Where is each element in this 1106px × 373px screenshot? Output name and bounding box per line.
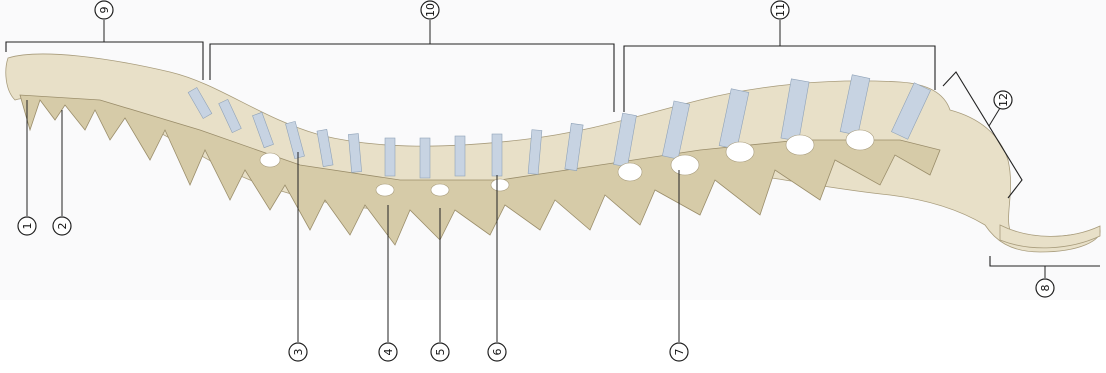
label-1: 1 bbox=[18, 217, 36, 235]
label-3: 3 bbox=[289, 343, 307, 361]
label-3-text: 3 bbox=[292, 349, 305, 356]
label-11: 11 bbox=[771, 1, 789, 19]
label-8-text: 8 bbox=[1039, 285, 1052, 292]
label-5: 5 bbox=[431, 343, 449, 361]
label-9-text: 9 bbox=[98, 7, 111, 14]
label-10-text: 10 bbox=[424, 3, 437, 17]
label-4: 4 bbox=[379, 343, 397, 361]
label-1-text: 1 bbox=[21, 223, 34, 230]
label-10: 10 bbox=[421, 1, 439, 19]
label-2: 2 bbox=[53, 217, 71, 235]
label-2-text: 2 bbox=[56, 223, 69, 230]
label-11-text: 11 bbox=[774, 3, 787, 17]
label-9: 9 bbox=[95, 1, 113, 19]
label-7: 7 bbox=[670, 343, 688, 361]
label-4-text: 4 bbox=[382, 349, 395, 356]
label-6-text: 6 bbox=[491, 349, 504, 356]
label-12: 12 bbox=[994, 91, 1012, 109]
label-5-text: 5 bbox=[434, 349, 447, 356]
label-6: 6 bbox=[488, 343, 506, 361]
label-8: 8 bbox=[1036, 279, 1054, 297]
label-7-text: 7 bbox=[673, 349, 686, 356]
label-12-text: 12 bbox=[997, 93, 1010, 107]
